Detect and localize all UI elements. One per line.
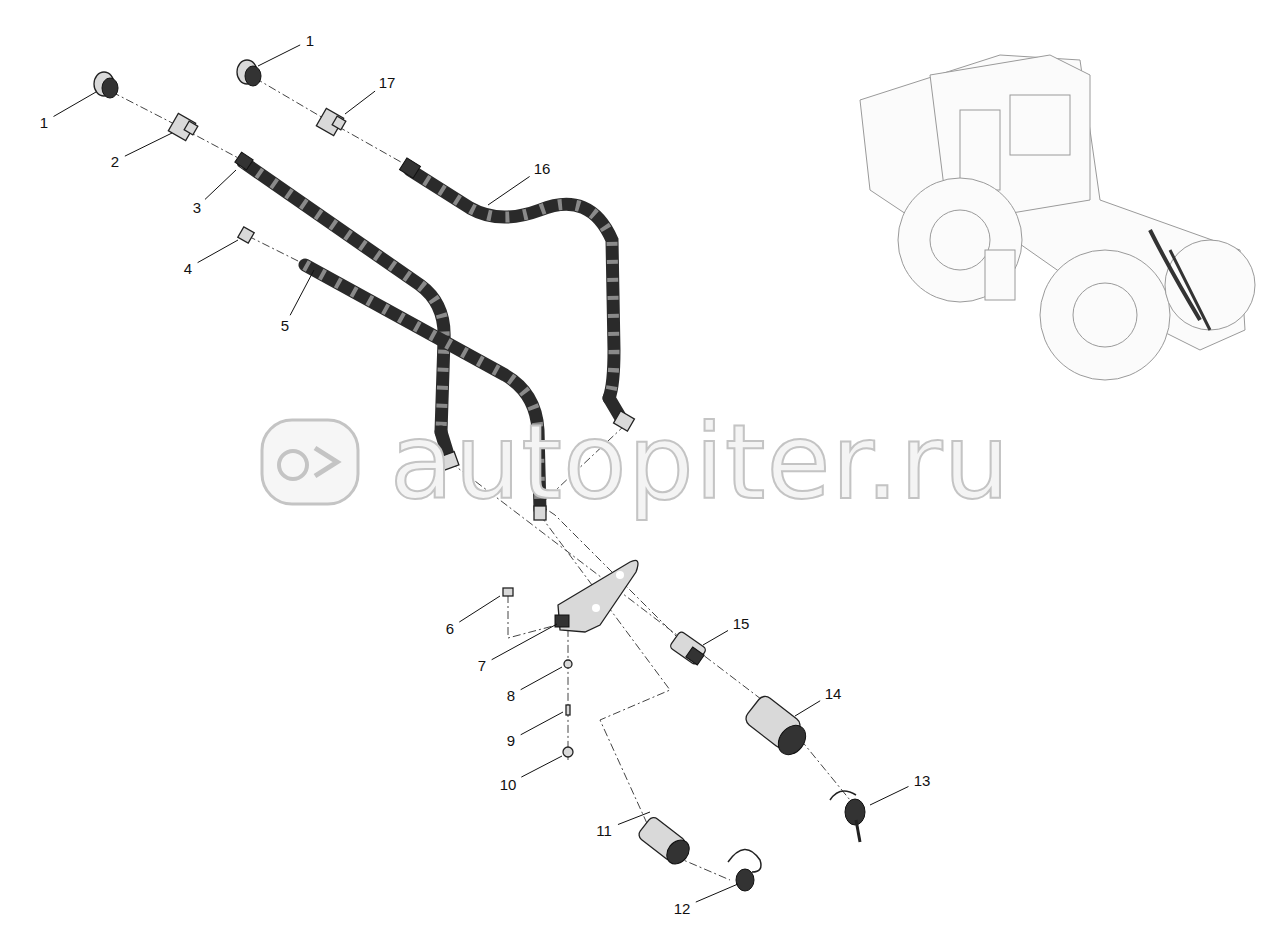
leader-line <box>125 133 172 156</box>
watermark-logo <box>279 451 307 479</box>
callout-number: 2 <box>111 154 119 169</box>
callout-number: 15 <box>733 616 750 631</box>
watermark-logo <box>262 420 358 504</box>
leader-line <box>459 596 500 622</box>
leader-line <box>345 91 375 114</box>
leader-line <box>521 712 563 735</box>
callout-number: 16 <box>534 161 551 176</box>
callout-number: 10 <box>500 777 517 792</box>
callout-number: 8 <box>507 688 515 703</box>
callout-number: 5 <box>281 318 289 333</box>
callout-number: 17 <box>379 75 396 90</box>
callout-number: 1 <box>306 33 314 48</box>
callout-number: 13 <box>914 773 931 788</box>
bracket <box>503 560 638 757</box>
callout-number: 11 <box>596 823 612 838</box>
leader-line <box>521 756 562 777</box>
leader-line <box>198 240 238 263</box>
callout-number: 14 <box>825 686 842 701</box>
callout-number: 7 <box>478 658 486 673</box>
tractor-figure <box>860 55 1255 380</box>
leader-line <box>258 45 300 66</box>
callout-number: 12 <box>674 901 691 916</box>
leader-line <box>696 884 738 902</box>
callout-number: 1 <box>40 115 48 130</box>
leader-line <box>205 170 236 199</box>
leader-line <box>492 624 557 660</box>
dust-cap <box>728 791 865 891</box>
leader-line <box>488 176 530 205</box>
callout-number: 3 <box>193 200 201 215</box>
callout-number: 4 <box>184 261 192 276</box>
leader-line <box>521 667 562 690</box>
watermark: autopiter.ru <box>390 410 1011 514</box>
callout-number: 6 <box>446 621 454 636</box>
leader-line <box>290 270 314 315</box>
callout-number: 9 <box>507 733 515 748</box>
leader-line <box>795 701 820 716</box>
coupling <box>637 631 812 869</box>
leader-line <box>870 786 908 805</box>
watermark-logo <box>315 448 337 476</box>
leader-line <box>703 631 728 645</box>
fitting <box>94 60 346 243</box>
leader-line <box>54 92 96 117</box>
leader-line <box>618 812 650 825</box>
